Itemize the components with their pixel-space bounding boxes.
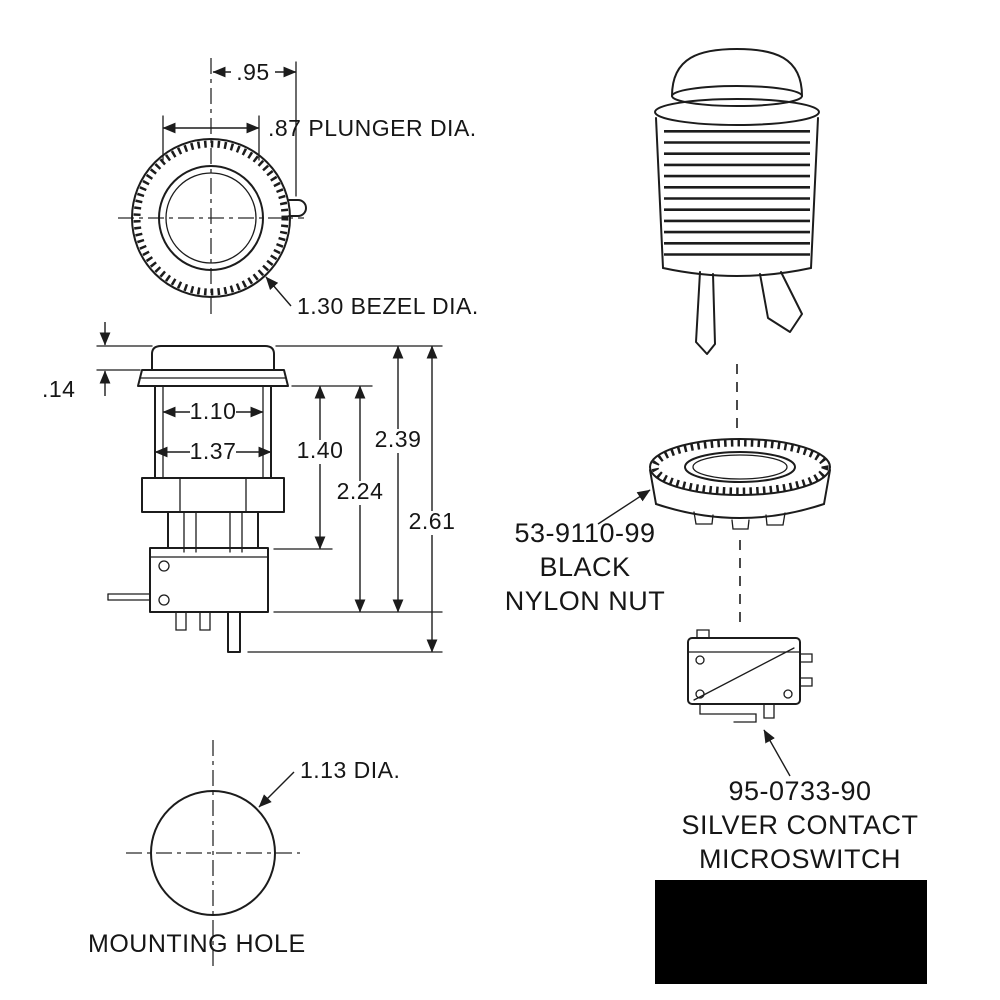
nut-tab: [693, 511, 714, 525]
nut-bore-inner: [692, 454, 788, 480]
nut-skirt-side: [649, 469, 657, 505]
switch-terminal: [175, 611, 187, 631]
switch-hole: [158, 594, 170, 606]
hole-dia-label: 1.13 DIA.: [300, 757, 400, 783]
plunger-dia-label: .87 PLUNGER DIA.: [268, 115, 477, 141]
mounting-hole-drawing: 1.13 DIA. MOUNTING HOLE: [88, 740, 400, 966]
cap-outline: [151, 345, 275, 371]
microswitch-pointer-arrow: [763, 729, 791, 777]
barrel-bottom: [662, 267, 812, 277]
nut-pointer-arrow: [597, 489, 651, 525]
bezel-leader-arrow: [265, 276, 292, 307]
dim-mask: [408, 511, 456, 535]
side-view-drawing: .14 1.10 1.37 1.40 2.24 2.39 2.61: [42, 322, 456, 653]
mounting-hole-caption: MOUNTING HOLE: [88, 930, 306, 958]
microswitch-part-number: 95-0733-90: [728, 776, 871, 806]
plunger-outline: [158, 165, 264, 271]
hole-leader-arrow: [258, 771, 295, 808]
switch-hole: [158, 560, 170, 572]
dim-261-label: 2.61: [409, 508, 456, 534]
nut-color-label: BLACK: [539, 552, 630, 582]
button-flange: [654, 98, 820, 126]
assembled-button-illustration: [654, 48, 820, 428]
nut-tab: [765, 512, 786, 526]
bezel-serration: [133, 140, 289, 296]
microswitch-illustration: 95-0733-90 SILVER CONTACT MICROSWITCH: [681, 629, 918, 874]
nut-profile: [141, 477, 285, 513]
microswitch-terminal: [763, 703, 775, 719]
microswitch-hole: [695, 655, 705, 665]
anti-rotation-tab: [288, 199, 307, 217]
microswitch-terminal: [799, 677, 813, 687]
mounting-hole-circle: [150, 790, 276, 916]
nut-tab: [731, 519, 750, 530]
bezel-flange: [137, 369, 289, 387]
dim-mask: [231, 59, 275, 84]
button-cap-base: [671, 85, 803, 107]
microswitch-name-label: MICROSWITCH: [699, 844, 901, 874]
dim-mask: [296, 440, 344, 464]
dim-mask: [190, 439, 236, 463]
dim-137-label: 1.37: [190, 438, 237, 464]
button-cap-dome: [671, 48, 803, 97]
microswitch-contact-label: SILVER CONTACT: [681, 810, 918, 840]
microswitch-terminal: [799, 653, 813, 663]
black-color-swatch: [655, 880, 927, 984]
microswitch-internal-lever: [693, 647, 795, 701]
switch-pin: [227, 611, 241, 653]
microswitch-hole: [695, 689, 705, 699]
switch-terminal: [199, 611, 211, 631]
barrel-side: [655, 117, 664, 269]
dim-14-label: .14: [42, 376, 75, 402]
nut-part-number: 53-9110-99: [514, 518, 655, 548]
nut-name-label: NYLON NUT: [505, 586, 666, 616]
nylon-nut-illustration: 53-9110-99 BLACK NYLON NUT: [505, 438, 831, 622]
nut-skirt-side: [823, 469, 831, 505]
barrel-side: [810, 117, 819, 269]
nut-bore: [684, 451, 796, 483]
top-view-drawing: .95 .87 PLUNGER DIA. 1.30 BEZEL DIA.: [118, 58, 479, 319]
dim-224-label: 2.24: [337, 478, 384, 504]
bezel-dia-label: 1.30 BEZEL DIA.: [297, 293, 479, 319]
nut-outer-ring: [649, 438, 831, 496]
dim-239-label: 2.39: [375, 426, 422, 452]
switch-body: [149, 547, 269, 613]
nut-skirt-bottom: [655, 503, 825, 519]
dim-mask: [374, 429, 422, 453]
microswitch-hole: [783, 689, 793, 699]
plunger-face: [165, 172, 257, 264]
bezel-outline: [131, 138, 291, 298]
microswitch-body: [687, 637, 801, 705]
nut-knurl: [651, 439, 829, 495]
snap-prong-right: [759, 271, 803, 333]
dim-110-label: 1.10: [190, 398, 237, 424]
snap-prong-left: [695, 271, 716, 355]
dim-140-label: 1.40: [297, 437, 344, 463]
dim-95-label: .95: [236, 59, 269, 85]
dim-mask: [336, 481, 384, 505]
microswitch-plunger: [696, 629, 710, 639]
dim-mask: [190, 399, 236, 423]
microswitch-bracket: [699, 703, 757, 723]
